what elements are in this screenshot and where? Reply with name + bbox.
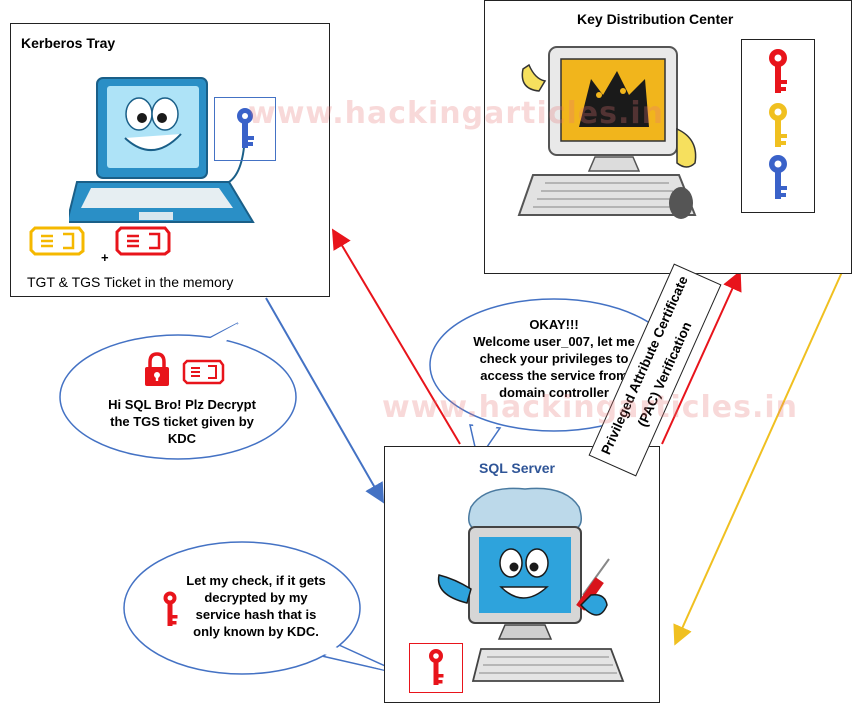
arrow-sql-to-tray — [331, 228, 461, 445]
blue-key-frame — [214, 97, 276, 161]
blue-key-icon — [769, 155, 787, 199]
client-speech-bubble — [59, 322, 297, 460]
bubble-line: Hi SQL Bro! Plz Decrypt — [108, 397, 256, 412]
bubble-line: access the service from — [480, 368, 628, 383]
client-bubble-text: Hi SQL Bro! Plz Decrypt the TGS ticket g… — [92, 396, 272, 447]
server-check-text: Let my check, if it gets decrypted by my… — [176, 572, 336, 640]
bubble-line: the TGS ticket given by — [110, 414, 254, 429]
bubble-line: KDC — [167, 431, 197, 446]
bubble-line: domain controller — [499, 385, 609, 400]
red-key-icon — [769, 49, 787, 93]
kdc-keys-panel — [741, 39, 815, 213]
watermark: www.hackingarticles.in — [382, 390, 799, 425]
kdc-box: Key Distribution Center — [484, 0, 852, 274]
bubble-line: Let my check, if it gets — [186, 573, 326, 588]
lock-icon — [145, 352, 169, 386]
tray-caption: TGT & TGS Ticket in the memory — [27, 274, 234, 290]
key-icon — [429, 649, 444, 685]
red-ticket-icon — [182, 359, 225, 385]
bubble-line: check your privileges to — [479, 351, 629, 366]
bubble-line: decrypted by my — [204, 590, 308, 605]
yellow-ticket-icon — [29, 226, 85, 256]
sql-computer-icon — [437, 487, 625, 682]
bubble-line: only known by KDC. — [193, 624, 319, 639]
red-ticket-icon — [115, 226, 171, 256]
bubble-line: service hash that is — [195, 607, 317, 622]
sql-server-box: SQL Server — [384, 446, 660, 703]
arrow-kdc-to-sql — [673, 271, 843, 646]
arrow-tray-to-sql — [265, 297, 384, 504]
kdc-title: Key Distribution Center — [577, 11, 734, 27]
red-key-icon — [163, 591, 178, 626]
kdc-computer-icon — [517, 46, 697, 219]
laptop-icon — [69, 77, 255, 223]
bubble-line: OKAY!!! — [529, 317, 579, 332]
kerberos-tray-title: Kerberos Tray — [21, 35, 116, 51]
kerberos-tray-box: Kerberos Tray + TGT & TGS Tic — [10, 23, 330, 297]
plus-sign: + — [101, 250, 109, 265]
bubble-line: Welcome user_007, let me — [473, 334, 635, 349]
server-reply-text: OKAY!!! Welcome user_007, let me check y… — [444, 316, 664, 401]
watermark: www.hackingarticles.in — [248, 96, 665, 131]
server-check-bubble — [123, 541, 406, 676]
red-key-frame — [409, 643, 463, 693]
arrow-sql-to-kdc — [661, 270, 742, 445]
key-icon — [237, 108, 254, 148]
yellow-key-icon — [769, 103, 787, 147]
sql-server-title: SQL Server — [479, 460, 556, 476]
